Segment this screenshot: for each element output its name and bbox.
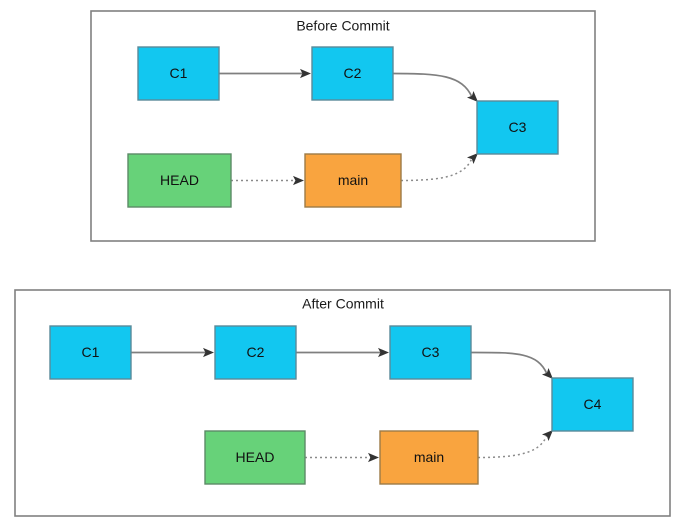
node-label-main: main [414, 449, 444, 465]
node-box-main[interactable] [304, 153, 402, 208]
arrowhead-main-c3 [466, 153, 478, 165]
node-label-c3: C3 [509, 119, 527, 135]
node-box-c4[interactable] [551, 377, 634, 432]
arrowhead-c1-c2 [203, 347, 214, 358]
arrowhead-c3-c4 [541, 367, 553, 379]
node-box-c3[interactable] [389, 325, 472, 380]
node-head[interactable]: HEAD [127, 153, 232, 208]
node-main[interactable]: main [379, 430, 479, 485]
node-head[interactable]: HEAD [204, 430, 306, 485]
edge-main-c4 [477, 434, 548, 459]
arrowhead-main-c4 [541, 430, 553, 442]
edge-c2-c3 [392, 72, 473, 98]
node-label-head: HEAD [160, 172, 199, 188]
node-box-head[interactable] [204, 430, 306, 485]
node-c3[interactable]: C3 [389, 325, 472, 380]
node-label-head: HEAD [236, 449, 275, 465]
node-main[interactable]: main [304, 153, 402, 208]
node-c2[interactable]: C2 [214, 325, 297, 380]
node-label-c3: C3 [422, 344, 440, 360]
node-box-c1[interactable] [137, 46, 220, 101]
edge-c3-c4 [470, 351, 548, 375]
arrowhead-c2-c3 [466, 90, 478, 102]
node-c2[interactable]: C2 [311, 46, 394, 101]
arrowhead-c2-c3 [378, 347, 389, 358]
node-c1[interactable]: C1 [137, 46, 220, 101]
arrowhead-head-main [293, 175, 304, 186]
edges-layer [131, 347, 553, 463]
node-label-c4: C4 [584, 396, 602, 412]
node-c4[interactable]: C4 [551, 377, 634, 432]
node-box-c2[interactable] [214, 325, 297, 380]
arrowhead-head-main [368, 452, 379, 463]
edge-main-c3 [400, 157, 473, 182]
node-box-c3[interactable] [476, 100, 559, 155]
node-box-head[interactable] [127, 153, 232, 208]
node-label-c2: C2 [247, 344, 265, 360]
node-label-c2: C2 [344, 65, 362, 81]
node-box-c2[interactable] [311, 46, 394, 101]
node-label-c1: C1 [170, 65, 188, 81]
node-label-c1: C1 [82, 344, 100, 360]
panel-title: Before Commit [296, 18, 389, 34]
arrowhead-c1-c2 [300, 68, 311, 79]
node-box-main[interactable] [379, 430, 479, 485]
edges-layer [219, 68, 478, 186]
node-c3[interactable]: C3 [476, 100, 559, 155]
node-label-main: main [338, 172, 368, 188]
node-c1[interactable]: C1 [49, 325, 132, 380]
node-box-c1[interactable] [49, 325, 132, 380]
panel-title: After Commit [302, 296, 384, 312]
